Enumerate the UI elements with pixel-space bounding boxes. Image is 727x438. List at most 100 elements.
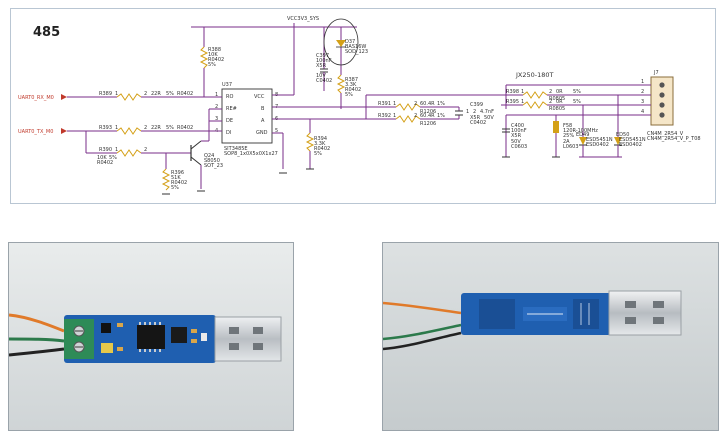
j7-pin2: 2 xyxy=(641,89,644,95)
inductor-f58: F58 120R-100MHz 25% 2A L0603 xyxy=(552,121,598,158)
r387-ref: R387 xyxy=(345,77,358,83)
j7-pin1: 1 xyxy=(641,79,644,85)
r394-pkg: R0402 xyxy=(314,146,330,152)
d37-ref: D37 xyxy=(345,39,355,45)
photo-module-bottom xyxy=(382,242,719,431)
r388-ref: R388 xyxy=(208,47,221,53)
r395-value: 0R xyxy=(556,99,563,105)
capacitor-c400: C400 100nF X5R 50V C0603 xyxy=(502,123,527,158)
r398-ref: R398 xyxy=(506,89,519,95)
u37-pinnum-2: 2 xyxy=(215,104,218,110)
r396-tol: 5% xyxy=(171,185,179,191)
r398-value: 0R xyxy=(556,89,563,95)
q24-ref: Q24 xyxy=(204,153,214,159)
r390-ref: R390 xyxy=(99,147,112,153)
resistor-r395: R395 1 2 0R 5% R0805 xyxy=(506,99,581,112)
ed50-pkg: ESD0402 xyxy=(619,142,642,148)
ed49-part: ESD5451N xyxy=(586,137,613,143)
r390-pin1: 1 xyxy=(115,147,118,153)
u37-ref: U37 xyxy=(222,82,232,88)
ed49-ref: ED49 xyxy=(576,132,589,138)
r391-ref: R391 xyxy=(378,101,391,107)
c400-voltage: 50V xyxy=(511,139,521,145)
j7-part: CN4M_2R54_V xyxy=(647,131,684,137)
r398-pin2: 2 xyxy=(549,89,552,95)
r387-pkg: R0402 xyxy=(345,87,361,93)
u37-pin-di: DI xyxy=(226,130,231,136)
c399-pin1: 1 xyxy=(466,109,469,115)
r393-ref: R393 xyxy=(99,125,112,131)
transistor-q24: Q24 S8050 SOT_23 xyxy=(166,140,223,192)
esd-ed50: ED50 ESD5451N ESD0402 xyxy=(614,132,646,157)
c399-pkg: C0402 xyxy=(470,120,486,126)
r398-tol: 5% xyxy=(573,89,581,95)
r388-value: 10K xyxy=(208,52,218,58)
u37-pin-vcc: VCC xyxy=(254,94,265,100)
u37-part: SIT3485E xyxy=(224,146,248,152)
r391-tol: 1% xyxy=(437,101,445,107)
r393-pin2: 2 xyxy=(144,125,147,131)
c399-dielectric: X5R xyxy=(470,115,481,121)
c399-ref: C399 xyxy=(470,102,483,108)
r388-tol: 5% xyxy=(208,62,216,68)
u37-pin-de: DE xyxy=(226,118,233,124)
c399-value: 4.7nF xyxy=(480,109,494,115)
r389-ref: R389 xyxy=(99,91,112,97)
schematic-panel: 485 VCC3V3_SYS D37 BAS16W SOD_123 C397 xyxy=(10,8,716,204)
c397-pkg: C0402 xyxy=(316,78,332,84)
vcc-net-label: VCC3V3_SYS xyxy=(287,16,319,22)
schematic-title: 485 xyxy=(33,25,60,40)
r392-pin2: 2 xyxy=(414,113,417,119)
r394-value: 3.3K xyxy=(314,141,326,147)
ic-part-label: JX250-180T xyxy=(515,71,554,79)
resistor-r390: R390 1 2 10K 5% R0402 xyxy=(86,147,166,166)
photo-module-top-image xyxy=(9,243,293,430)
capacitor-c397: C397 100nF X5R 10V C0402 xyxy=(316,53,332,91)
j7-ref: J7 xyxy=(653,70,659,76)
resistor-r398: R398 1 2 0R 5% R0805 xyxy=(506,89,581,102)
r394-ref: R394 xyxy=(314,136,327,142)
u37-pin-gnd: GND xyxy=(256,130,268,136)
r393-pkg: R0402 xyxy=(177,125,193,131)
r392-tol: 1% xyxy=(437,113,445,119)
connector-j7: J7 1 2 3 4 CN4M_2R54_V CN4M_2R54_V_P_T08 xyxy=(641,70,701,142)
f58-value: 120R-100MHz xyxy=(563,128,598,134)
r387-tol: 5% xyxy=(345,92,353,98)
u37-pin-a: A xyxy=(261,118,265,124)
r395-pkg: R0805 xyxy=(549,106,565,112)
r387-value: 3.3K xyxy=(345,82,357,88)
r390-pkg: R0402 xyxy=(97,160,113,166)
q24-pkg: SOT_23 xyxy=(204,163,223,169)
r391-pkg: R1206 xyxy=(420,109,436,115)
resistor-r388: R388 10K R0402 5% xyxy=(199,46,224,97)
ed50-ref: ED50 xyxy=(616,132,629,138)
rx-line: UART0_RX_M0 R389 1 2 22R 5% R0402 xyxy=(18,91,197,101)
c397-voltage: 10V xyxy=(316,73,326,79)
u37-pinnum-1: 1 xyxy=(215,92,218,98)
photo-module-bottom-image xyxy=(383,243,718,430)
rx-net-label: UART0_RX_M0 xyxy=(18,95,54,101)
photo-module-top xyxy=(8,242,294,431)
u37-pinnum-5: 5 xyxy=(275,128,278,134)
f58-current: 2A xyxy=(563,139,570,145)
f58-tol: 25% xyxy=(563,133,574,139)
ed50-part: ESD5451N xyxy=(619,137,646,143)
resistor-r387: R387 3.3K R0402 5% xyxy=(336,67,361,109)
diode-d37: D37 BAS16W SOD_123 xyxy=(323,18,368,66)
c399-pin2: 2 xyxy=(473,109,476,115)
r395-tol: 5% xyxy=(573,99,581,105)
r393-pin1: 1 xyxy=(115,125,118,131)
chip-wiring xyxy=(197,94,294,169)
c397-dielectric: X5R xyxy=(316,63,327,69)
c400-pkg: C0603 xyxy=(511,144,527,150)
j7-pkg: CN4M_2R54_V_P_T08 xyxy=(647,136,701,142)
r392-pin1: 1 xyxy=(393,113,396,119)
r395-ref: R395 xyxy=(506,99,519,105)
r390-value: 10K xyxy=(97,155,107,161)
tx-net-label: UART0_TX_M0 xyxy=(18,129,53,135)
connector-wiring xyxy=(365,84,636,137)
r389-value: 22R xyxy=(151,91,161,97)
c400-dielectric: X5R xyxy=(511,133,522,139)
r394-tol: 5% xyxy=(314,151,322,157)
r389-pkg: R0402 xyxy=(177,91,193,97)
